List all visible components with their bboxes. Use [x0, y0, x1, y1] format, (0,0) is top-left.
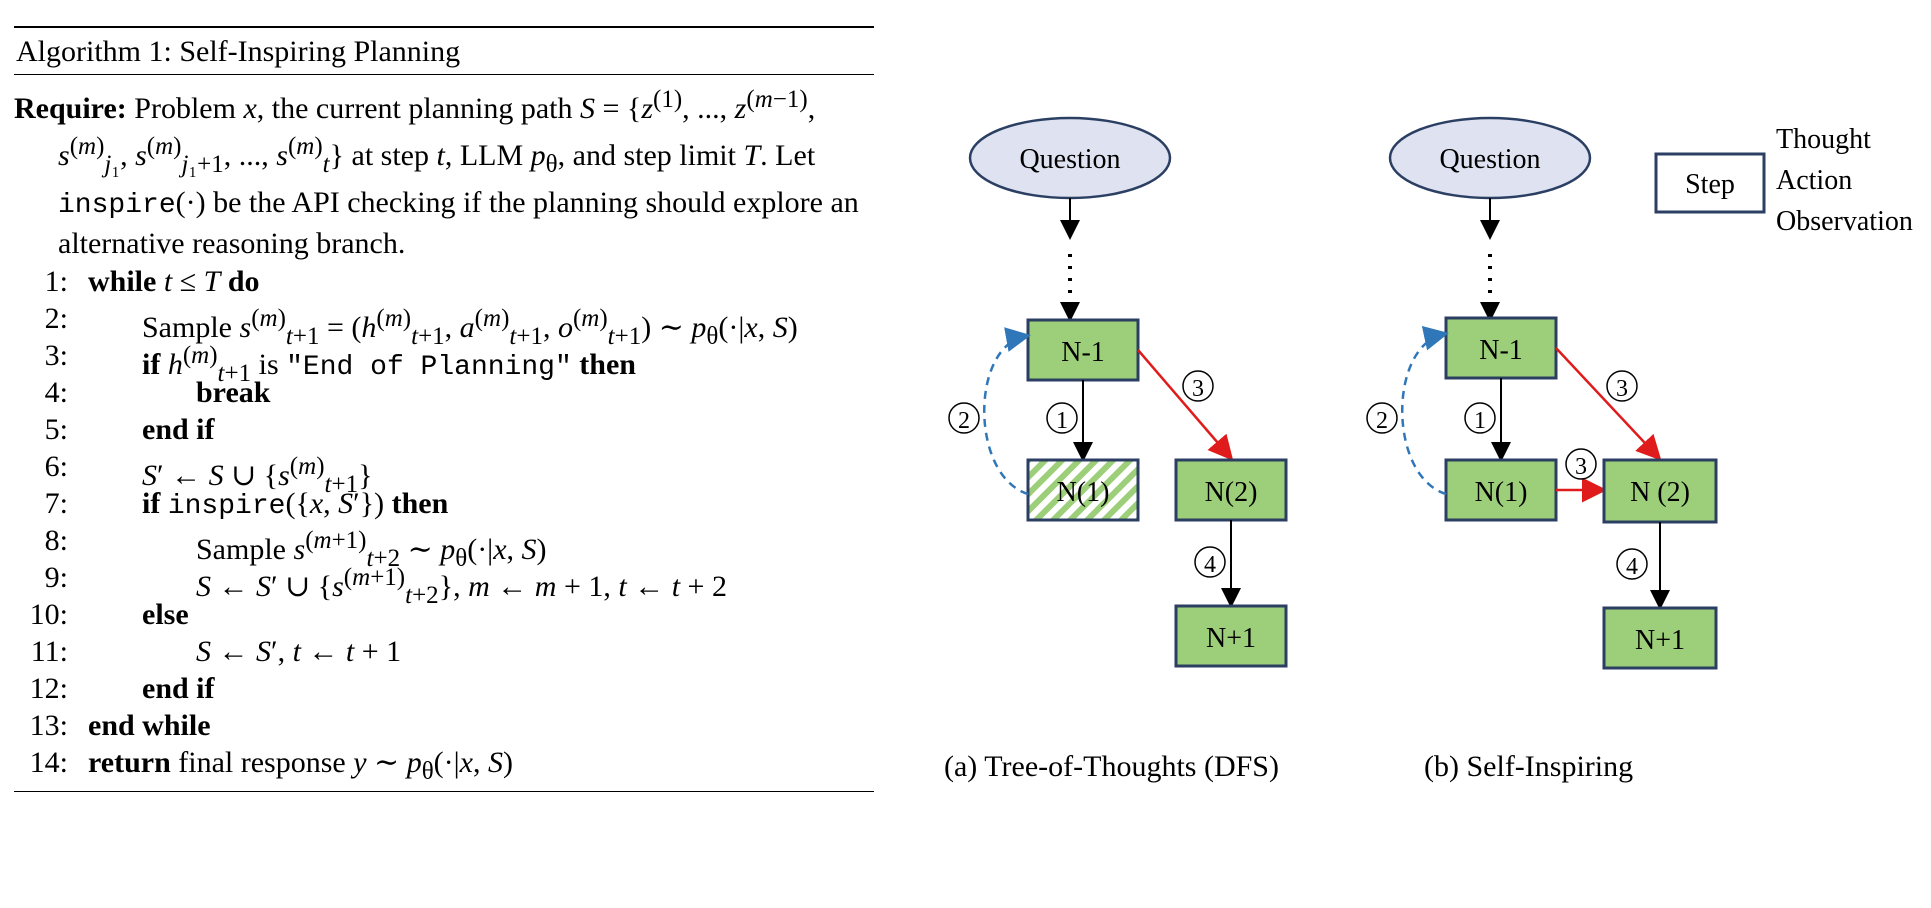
planning-diagram: Question N-1 1 N(1) 2 3 N(2) 4 N+1 (a) T… — [944, 116, 1913, 783]
panel-a: Question N-1 1 N(1) 2 3 N(2) 4 N+1 (a) T… — [944, 116, 1288, 783]
marker-four-b — [1616, 548, 1648, 580]
algo-line-7: 7: if inspire({x, S′}) then — [44, 487, 449, 522]
marker-four-label-a: 4 — [1204, 552, 1216, 578]
marker-one-b — [1464, 402, 1496, 434]
marker-one-label-b: 1 — [1474, 408, 1486, 434]
algo-line-3: 3: if h(m)t+1 is "End of Planning" then — [44, 339, 636, 387]
node-n-plus-1-b — [1602, 606, 1718, 670]
algorithm-block: Algorithm 1: Self-Inspiring Planning Req… — [14, 26, 874, 792]
backtrack-arrow-b — [1401, 326, 1449, 496]
caption-a: (a) Tree-of-Thoughts (DFS) — [944, 750, 1279, 783]
node-n2-b — [1602, 458, 1718, 524]
algo-line-2: 2: Sample s(m)t+1 = (h(m)t+1, a(m)t+1, o… — [44, 302, 798, 350]
marker-three-side-b — [1565, 448, 1597, 480]
algo-line-8: 8: Sample s(m+1)t+2 ∼ pθ(·|x, S) — [44, 524, 547, 572]
node-n1-label-a: N(1) — [1057, 477, 1110, 508]
legend-action: Action — [1776, 165, 1852, 196]
node-n1-label-b: N(1) — [1475, 477, 1528, 508]
node-n2-a — [1174, 458, 1288, 522]
algo-line-12: 12: end if — [29, 672, 215, 705]
node-n-1-label-b: N-1 — [1479, 335, 1523, 366]
algo-line-1: 1: while t ≤ T do — [44, 265, 260, 298]
node-n1-failed-a — [1026, 458, 1140, 522]
marker-three-a — [1182, 370, 1214, 402]
title-rule — [14, 74, 874, 75]
marker-one-a — [1046, 402, 1078, 434]
marker-three-side-label-b: 3 — [1575, 454, 1587, 480]
require-clause: Require: Problem x, the current planning… — [14, 86, 859, 260]
legend: Step Thought Action Observation — [1654, 124, 1913, 237]
marker-two-a — [948, 402, 980, 434]
legend-step-box — [1654, 152, 1766, 214]
algo-line-4: 4: break — [44, 376, 271, 409]
algo-line-9: 9: S ← S′ ∪ {s(m+1)t+2}, m ← m + 1, t ← … — [44, 561, 727, 609]
marker-four-label-b: 4 — [1626, 554, 1638, 580]
algo-line-14: 14: return final response y ∼ pθ(·|x, S) — [29, 746, 513, 785]
red-arrow-a — [1137, 349, 1234, 461]
marker-two-label-b: 2 — [1376, 408, 1388, 434]
node-n-1-label-a: N-1 — [1061, 337, 1105, 368]
question-label-a: Question — [1019, 144, 1120, 175]
algorithm-title: Algorithm 1: Self-Inspiring Planning — [16, 35, 461, 68]
marker-three-top-label-b: 3 — [1616, 376, 1628, 402]
marker-one-label-a: 1 — [1056, 408, 1068, 434]
legend-thought: Thought — [1776, 124, 1871, 155]
marker-three-label-a: 3 — [1192, 376, 1204, 402]
node-n-plus-1-a — [1174, 604, 1288, 668]
marker-two-b — [1366, 402, 1398, 434]
legend-observation: Observation — [1776, 206, 1913, 237]
node-n-plus-1-label-b: N+1 — [1635, 625, 1685, 656]
marker-two-label-a: 2 — [958, 408, 970, 434]
algo-line-6: 6: S′ ← S ∪ {s(m)t+1} — [44, 450, 373, 498]
algo-line-5: 5: end if — [44, 413, 215, 446]
node-n-plus-1-label-a: N+1 — [1206, 623, 1256, 654]
caption-b: (b) Self-Inspiring — [1424, 750, 1633, 783]
bottom-rule — [14, 791, 874, 792]
algo-line-13: 13: end while — [29, 709, 211, 742]
marker-three-top-b — [1606, 370, 1638, 402]
require-label: Require: — [14, 92, 127, 125]
panel-b: Question N-1 1 N(1) 2 3 3 N (2) 4 N+1 (b… — [1366, 116, 1718, 783]
marker-four-a — [1194, 546, 1226, 578]
legend-step-label: Step — [1685, 169, 1735, 200]
top-rule — [14, 26, 874, 28]
red-arrow-top-b — [1555, 347, 1662, 461]
backtrack-arrow-a — [983, 327, 1031, 496]
node-n2-label-a: N(2) — [1205, 477, 1258, 508]
question-label-b: Question — [1439, 144, 1540, 175]
algo-line-10: 10: else — [29, 598, 189, 631]
node-n2-label-b: N (2) — [1630, 477, 1690, 508]
algo-line-11: 11: S ← S′, t ← t + 1 — [30, 635, 402, 668]
